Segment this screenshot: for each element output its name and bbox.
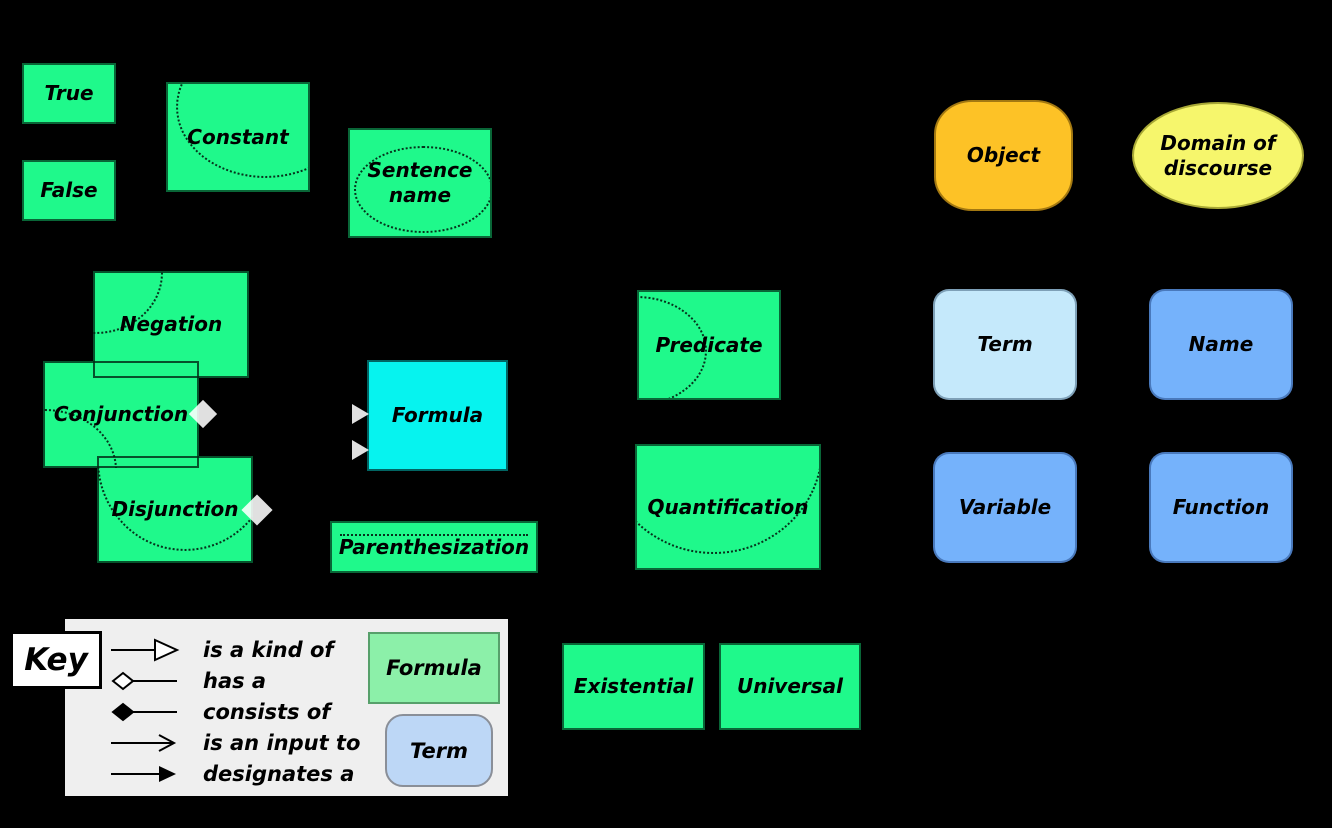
- node-domain-of-discourse: Domain of discourse: [1132, 102, 1304, 209]
- node-existential: Existential: [562, 643, 705, 730]
- node-constant: Constant: [166, 82, 310, 192]
- node-name-label: Name: [1188, 332, 1254, 356]
- consists-of-diamond-icon: [111, 702, 177, 721]
- key-label-consists-of: consists of: [203, 699, 331, 724]
- node-sentence-name: Sentence name: [348, 128, 492, 238]
- node-sentence-name-label: Sentence name: [367, 158, 473, 207]
- node-predicate-label: Predicate: [655, 332, 763, 357]
- node-object-label: Object: [966, 143, 1041, 167]
- node-conjunction-label: Conjunction: [53, 402, 189, 426]
- key-sample-formula-label: Formula: [386, 656, 482, 680]
- node-domain-of-discourse-label: Domain of discourse: [1160, 130, 1276, 180]
- scribble-line-icon: [340, 534, 528, 536]
- key-row-consists-of: consists of: [109, 696, 360, 727]
- node-negation-label: Negation: [119, 312, 223, 336]
- node-universal-label: Universal: [736, 674, 844, 698]
- scribble-ellipse-icon: [354, 145, 490, 233]
- node-formula: Formula: [367, 360, 508, 471]
- key-sample-term: Term: [385, 714, 493, 787]
- key-rows: is a kind of has a consists of: [109, 634, 360, 789]
- node-function: Function: [1149, 452, 1293, 563]
- node-object: Object: [934, 100, 1073, 211]
- scribble-ellipse-icon: [637, 446, 819, 554]
- node-true-label: True: [44, 81, 94, 105]
- node-term-label: Term: [977, 332, 1033, 356]
- node-true: True: [22, 63, 116, 124]
- node-predicate: Predicate: [637, 290, 781, 400]
- has-a-diamond-icon: [111, 671, 177, 690]
- key-row-has-a: has a: [109, 665, 360, 696]
- scribble-ellipse-icon: [93, 271, 163, 334]
- node-term: Term: [933, 289, 1077, 400]
- node-constant-label: Constant: [187, 124, 289, 149]
- node-formula-label: Formula: [391, 403, 484, 427]
- key-label-input: is an input to: [203, 730, 361, 755]
- node-variable-label: Variable: [958, 495, 1052, 519]
- node-negation: Negation: [93, 271, 249, 378]
- key-sample-term-label: Term: [409, 738, 469, 763]
- key-title-box: Key: [10, 631, 102, 689]
- node-name: Name: [1149, 289, 1293, 400]
- scribble-ellipse-icon: [639, 296, 708, 398]
- node-variable: Variable: [933, 452, 1077, 563]
- kind-of-arrowhead-icon: [352, 440, 369, 460]
- key-row-kind-of: is a kind of: [109, 634, 360, 665]
- node-false-label: False: [40, 178, 98, 202]
- key-panel: Key is a kind of has a: [10, 617, 510, 798]
- node-function-label: Function: [1172, 495, 1270, 519]
- key-label-designates: designates a: [203, 761, 355, 786]
- scribble-ellipse-icon: [97, 456, 253, 551]
- designates-arrow-icon: [111, 765, 176, 782]
- node-disjunction-label: Disjunction: [111, 497, 239, 521]
- key-title: Key: [24, 642, 88, 678]
- input-arrow-icon: [111, 733, 177, 752]
- node-disjunction: Disjunction: [97, 456, 253, 563]
- key-label-has-a: has a: [203, 668, 267, 693]
- scribble-ellipse-icon: [43, 409, 118, 468]
- node-parenthesization-label: Parenthesization: [338, 534, 530, 559]
- node-quantification: Quantification: [635, 444, 821, 570]
- kind-of-arrow-icon: [111, 637, 180, 662]
- key-sample-formula: Formula: [368, 632, 500, 704]
- node-false: False: [22, 160, 116, 221]
- node-quantification-label: Quantification: [647, 494, 809, 519]
- kind-of-arrowhead-icon: [352, 404, 369, 424]
- node-universal: Universal: [719, 643, 861, 730]
- key-row-input: is an input to: [109, 727, 360, 758]
- scribble-ellipse-icon: [176, 84, 308, 179]
- node-existential-label: Existential: [573, 674, 694, 698]
- key-row-designates: designates a: [109, 758, 360, 789]
- node-parenthesization: Parenthesization: [330, 521, 538, 573]
- key-label-kind-of: is a kind of: [203, 637, 334, 662]
